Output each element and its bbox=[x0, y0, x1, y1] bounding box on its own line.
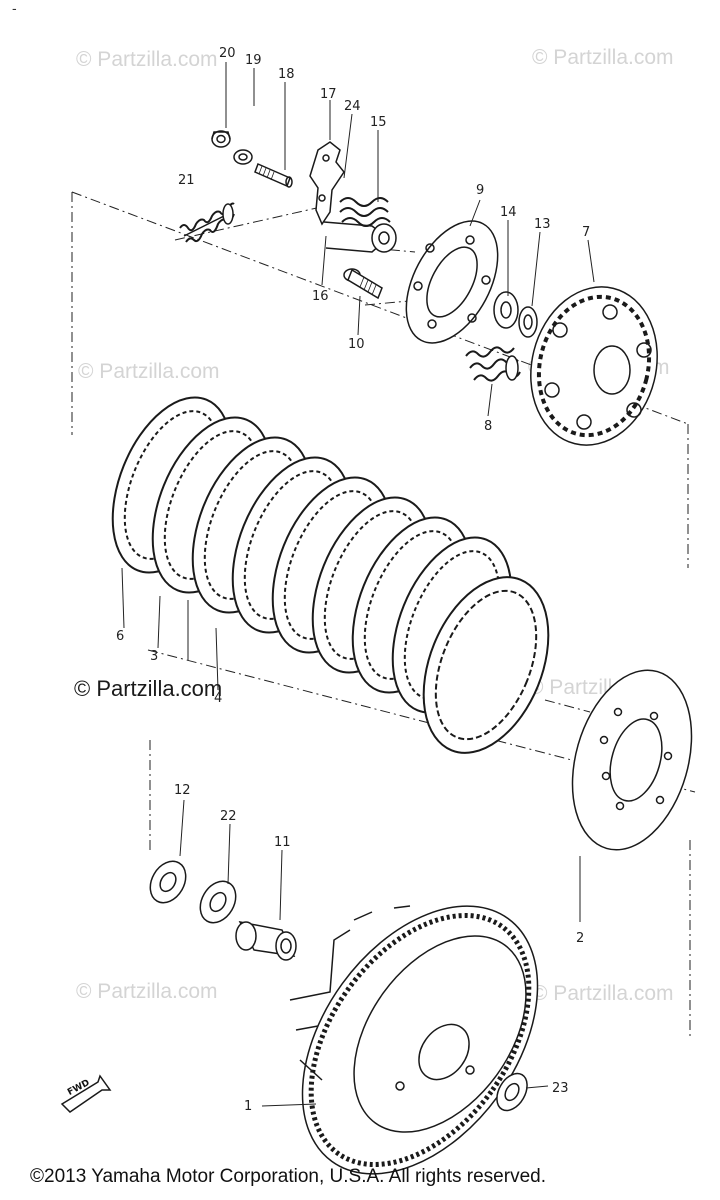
clutch-boss-7 bbox=[530, 286, 658, 446]
callout-11: 11 bbox=[274, 835, 291, 850]
nut-20 bbox=[211, 130, 231, 148]
thrust-washer-12 bbox=[149, 860, 187, 904]
watermark: © Partzilla.com bbox=[78, 360, 220, 383]
callout-16: 16 bbox=[312, 289, 329, 304]
copyright-notice: ©2013 Yamaha Motor Corporation, U.S.A. A… bbox=[30, 1166, 546, 1187]
watermark: © Partzilla.com bbox=[532, 982, 674, 1005]
callout-9: 9 bbox=[476, 183, 484, 198]
return-spring-15 bbox=[339, 197, 391, 227]
spring-21 bbox=[179, 202, 235, 243]
callout-8: 8 bbox=[484, 419, 492, 434]
washer-19 bbox=[233, 149, 253, 165]
spacer-11 bbox=[235, 920, 297, 961]
callout-22: 22 bbox=[220, 809, 237, 824]
clutch-spring-8 bbox=[465, 346, 521, 382]
leader-lines bbox=[121, 62, 595, 1107]
watermark: © Partzilla.com bbox=[76, 48, 218, 71]
rod-18 bbox=[254, 162, 293, 188]
push-lever-shaft-16 bbox=[323, 221, 397, 253]
callout-1: 1 bbox=[244, 1099, 252, 1114]
callout-12: 12 bbox=[174, 783, 191, 798]
fwd-arrow-icon bbox=[60, 1074, 112, 1113]
callout-numbers: 20 19 18 17 24 15 21 9 14 13 7 16 10 8 6… bbox=[116, 46, 590, 1114]
callout-24: 24 bbox=[344, 99, 361, 114]
callout-14: 14 bbox=[500, 205, 517, 220]
callout-18: 18 bbox=[278, 67, 295, 82]
callout-19: 19 bbox=[245, 53, 262, 68]
callout-20: 20 bbox=[219, 46, 236, 61]
washer-13 bbox=[518, 306, 538, 338]
watermark-main: © Partzilla.com bbox=[74, 676, 223, 701]
pressure-plate-9 bbox=[405, 220, 499, 344]
callout-2: 2 bbox=[576, 931, 584, 946]
clutch-housing-1 bbox=[289, 905, 539, 1175]
thrust-washer-22 bbox=[199, 880, 237, 924]
callout-4: 4 bbox=[214, 691, 222, 706]
callout-7: 7 bbox=[582, 225, 590, 240]
callout-17: 17 bbox=[320, 87, 337, 102]
callout-23: 23 bbox=[552, 1081, 569, 1096]
callout-15: 15 bbox=[370, 115, 387, 130]
pressure-disc-2 bbox=[571, 669, 693, 851]
bearing-14 bbox=[493, 291, 519, 329]
stray-mark: - bbox=[12, 0, 17, 16]
clutch-plate-stack bbox=[111, 396, 550, 754]
callout-6: 6 bbox=[116, 629, 124, 644]
callout-13: 13 bbox=[534, 217, 551, 232]
push-lever-17 bbox=[309, 141, 345, 226]
callout-21: 21 bbox=[178, 173, 195, 188]
callout-3: 3 bbox=[150, 649, 158, 664]
bolt-10 bbox=[343, 268, 383, 300]
watermark: © Partzilla.com bbox=[532, 46, 674, 69]
callout-10: 10 bbox=[348, 337, 365, 352]
watermark: © Partzilla.com bbox=[76, 980, 218, 1003]
washer-23 bbox=[496, 1072, 528, 1112]
